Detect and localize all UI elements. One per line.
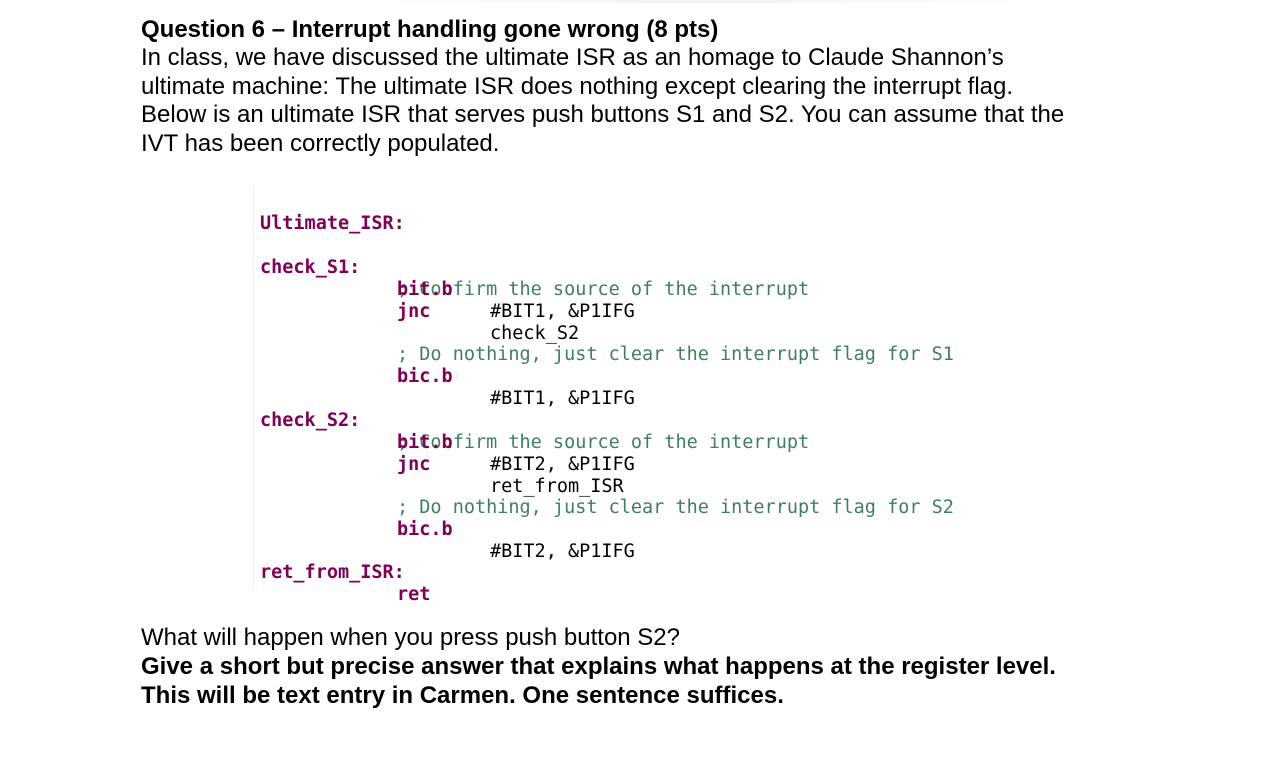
ret-mnemonic: ret <box>397 584 431 605</box>
code-line-s1-jnc: jnc check_S2 <box>257 279 579 344</box>
top-shadow-divider <box>360 0 1050 3</box>
answer-prompt-section: What will happen when you press push but… <box>141 623 1191 710</box>
code-line-ret-label: ret_from_ISR: <box>257 540 405 583</box>
s1-jnc-mnemonic: jnc <box>397 301 431 322</box>
code-line-s1-clear-comment: ; Do nothing, just clear the interrupt f… <box>257 322 954 365</box>
code-line-s2-clear-comment: ; Do nothing, just clear the interrupt f… <box>257 475 954 518</box>
s2-bic-mnemonic: bic.b <box>397 519 453 540</box>
s2-bit-operand: #BIT2, &P1IFG <box>490 454 635 475</box>
description-line: In class, we have discussed the ultimate… <box>141 44 1004 71</box>
code-line-s1-bic: bic.b #BIT1, &P1IFG <box>257 344 635 409</box>
code-line-ultimate: Ultimate_ISR: <box>257 191 405 234</box>
check-s1-label: check_S1: <box>260 257 361 278</box>
code-line-s2-bit: bit.b #BIT2, &P1IFG <box>257 410 635 475</box>
code-line-ret: ret <box>257 562 430 605</box>
prompt-instruction: Give a short but precise answer that exp… <box>141 653 1056 680</box>
question-section: Question 6 – Interrupt handling gone wro… <box>141 15 1141 158</box>
code-line-s1-bit: bit.b #BIT1, &P1IFG <box>257 257 635 322</box>
prompt-instruction: This will be text entry in Carmen. One s… <box>141 682 784 709</box>
prompt-question: What will happen when you press push but… <box>141 624 681 651</box>
ultimate-isr-label: Ultimate_ISR: <box>260 213 405 234</box>
s2-clear-comment: ; Do nothing, just clear the interrupt f… <box>397 497 954 518</box>
check-s2-label: check_S2: <box>260 410 361 431</box>
question-description: In class, we have discussed the ultimate… <box>141 44 1141 158</box>
code-line-check-s1: check_S1: ; Confirm the source of the in… <box>257 235 809 300</box>
description-line: ultimate machine: The ultimate ISR does … <box>141 72 1014 100</box>
code-line-check-s2: check_S2: ; Confirm the source of the in… <box>257 388 809 453</box>
code-line-s2-jnc: jnc ret_from_ISR <box>257 432 624 497</box>
s1-bic-operand: #BIT1, &P1IFG <box>490 388 635 409</box>
s2-bic-operand: #BIT2, &P1IFG <box>490 541 635 562</box>
s1-bit-mnemonic: bit.b <box>397 279 453 300</box>
s1-bic-mnemonic: bic.b <box>397 366 453 387</box>
s2-bit-mnemonic: bit.b <box>397 432 453 453</box>
s2-jnc-mnemonic: jnc <box>397 454 431 475</box>
s1-bit-operand: #BIT1, &P1IFG <box>490 301 635 322</box>
code-line-s2-bic: bic.b #BIT2, &P1IFG <box>257 497 635 562</box>
ret-from-isr-label: ret_from_ISR: <box>260 562 405 583</box>
check-s2-comment: ; Confirm the source of the interrupt <box>397 432 810 453</box>
description-line: Below is an ultimate ISR that serves pus… <box>141 101 1065 128</box>
s1-jnc-operand: check_S2 <box>490 323 580 344</box>
check-s1-comment: ; Confirm the source of the interrupt <box>397 279 810 300</box>
s1-clear-comment: ; Do nothing, just clear the interrupt f… <box>397 344 954 365</box>
description-line: IVT has been correctly populated. <box>141 129 500 157</box>
s2-jnc-operand: ret_from_ISR <box>490 476 624 497</box>
question-title: Question 6 – Interrupt handling gone wro… <box>141 16 719 43</box>
assembly-code-listing: Ultimate_ISR: check_S1: ; Confirm the so… <box>253 186 1014 605</box>
